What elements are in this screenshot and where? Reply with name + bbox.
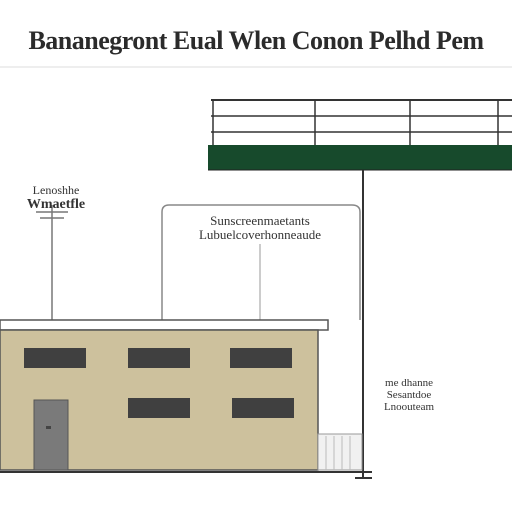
sign-label: Sunscreenmaetants Lubuelcoverhonneaude	[176, 213, 344, 243]
sign-label-line2: Lubuelcoverhonneaude	[198, 227, 321, 243]
window	[24, 348, 86, 368]
sign-frame	[161, 204, 361, 320]
sign-board	[161, 204, 361, 320]
fence	[317, 433, 363, 471]
fence-panel	[317, 433, 363, 471]
antenna-label-line2: Wmaetfle	[26, 197, 86, 213]
building	[0, 319, 329, 471]
sign-label-line1: Sunscreenmaetants	[210, 213, 310, 228]
window	[128, 348, 190, 368]
roof-slab	[0, 319, 329, 331]
window	[128, 398, 190, 418]
antenna-label-line1: Lenoshhe	[32, 183, 80, 197]
canopy-band	[208, 145, 512, 170]
antenna	[36, 205, 68, 320]
door	[33, 399, 69, 471]
window	[232, 398, 294, 418]
door-handle	[46, 426, 51, 429]
pole-label-line2: Sesantdoe	[386, 389, 432, 402]
window	[230, 348, 292, 368]
pole-label: me dhanne Sesantdoe Lnoouteam	[366, 377, 452, 413]
diagram-title: Bananegront Eual Wlen Conon Pelhd Pem	[28, 26, 484, 55]
antenna-label: Lenoshhe Wmaetfle	[4, 183, 108, 213]
pole-label-line1: me dhanne	[385, 377, 433, 389]
elevated-platform	[208, 99, 512, 171]
pole-label-line3: Lnoouteam	[383, 401, 435, 414]
